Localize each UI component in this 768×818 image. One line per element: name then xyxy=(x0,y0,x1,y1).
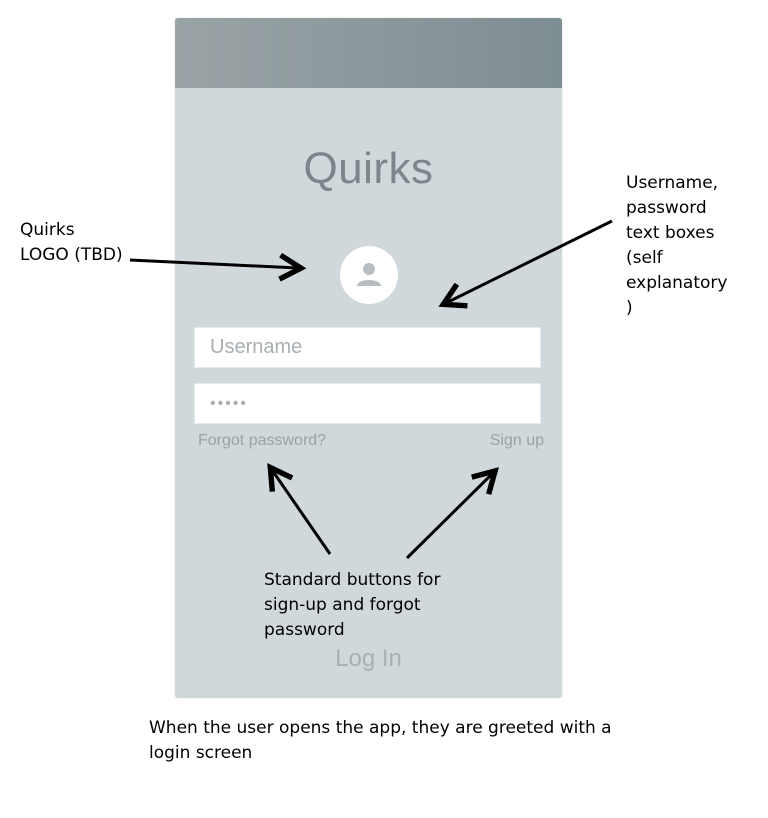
password-input[interactable] xyxy=(194,383,541,424)
signup-arrow xyxy=(405,467,500,560)
logo xyxy=(340,246,398,304)
fields-arrow xyxy=(438,219,613,309)
forgot-password-button[interactable]: Forgot password? xyxy=(198,432,327,449)
fields-annotation: Username, password text boxes (self expl… xyxy=(626,173,728,318)
buttons-annotation: Standard buttons for sign-up and forgot … xyxy=(264,570,441,640)
app-title: Quirks xyxy=(303,144,434,193)
forgot-arrow xyxy=(267,463,332,555)
username-input[interactable] xyxy=(194,327,541,368)
login-screen: Quirks Forgot password? Sign up Log In xyxy=(175,18,562,698)
logo-annotation: Quirks LOGO (TBD) xyxy=(20,220,123,265)
app-bar xyxy=(175,18,562,88)
screen-caption: When the user opens the app, they are gr… xyxy=(149,718,612,763)
log-in-button[interactable]: Log In xyxy=(335,645,402,672)
user-avatar-icon xyxy=(357,263,381,286)
sign-up-button[interactable]: Sign up xyxy=(489,432,544,449)
logo-arrow xyxy=(129,252,307,282)
